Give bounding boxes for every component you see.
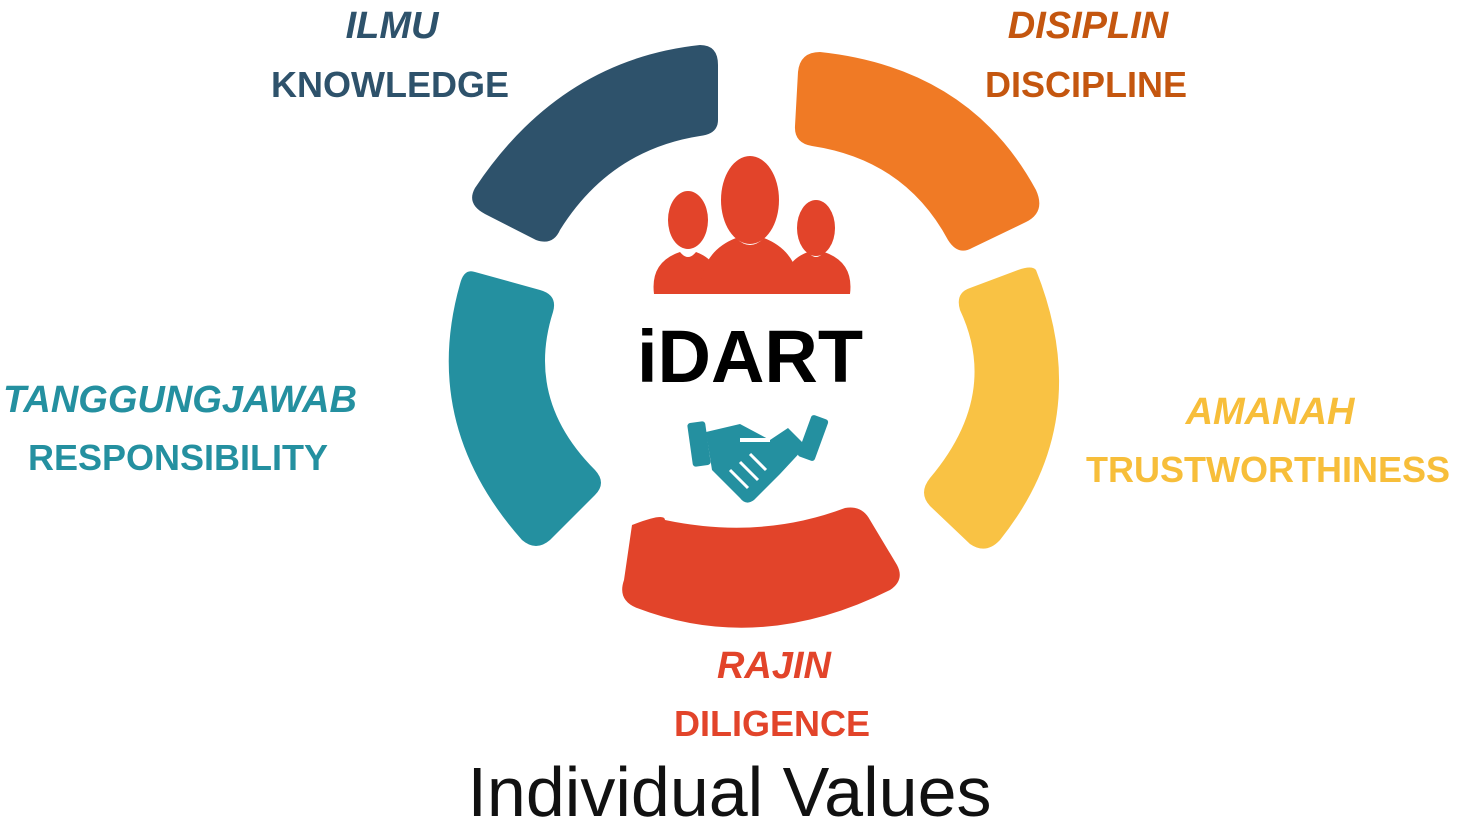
value-ring (448, 45, 1060, 628)
label-knowledge-english: KNOWLEDGE (271, 64, 509, 105)
label-responsibility-english: RESPONSIBILITY (28, 437, 328, 478)
label-discipline-english: DISCIPLINE (985, 64, 1187, 105)
label-responsibility-local: TANGGUNGJAWAB (3, 379, 357, 421)
label-trustworthiness-local: AMANAH (1185, 391, 1356, 433)
ring-segment-discipline (794, 52, 1040, 251)
handshake-icon (687, 415, 829, 503)
center-title: iDART (637, 315, 863, 398)
ring-segment-knowledge (472, 45, 718, 242)
label-diligence-local: RAJIN (717, 645, 833, 687)
value-labels: ILMU KNOWLEDGE DISIPLIN DISCIPLINE AMANA… (3, 5, 1450, 744)
ring-segment-diligence (622, 507, 900, 628)
label-knowledge-local: ILMU (346, 5, 440, 47)
ring-segment-responsibility (448, 271, 601, 546)
group-of-people-icon (653, 156, 851, 294)
footer-title: Individual Values (467, 753, 992, 831)
label-discipline-local: DISIPLIN (1008, 5, 1170, 47)
label-trustworthiness-english: TRUSTWORTHINESS (1086, 449, 1450, 490)
label-diligence-english: DILIGENCE (674, 703, 870, 744)
ring-segment-trustworthiness (924, 267, 1060, 549)
